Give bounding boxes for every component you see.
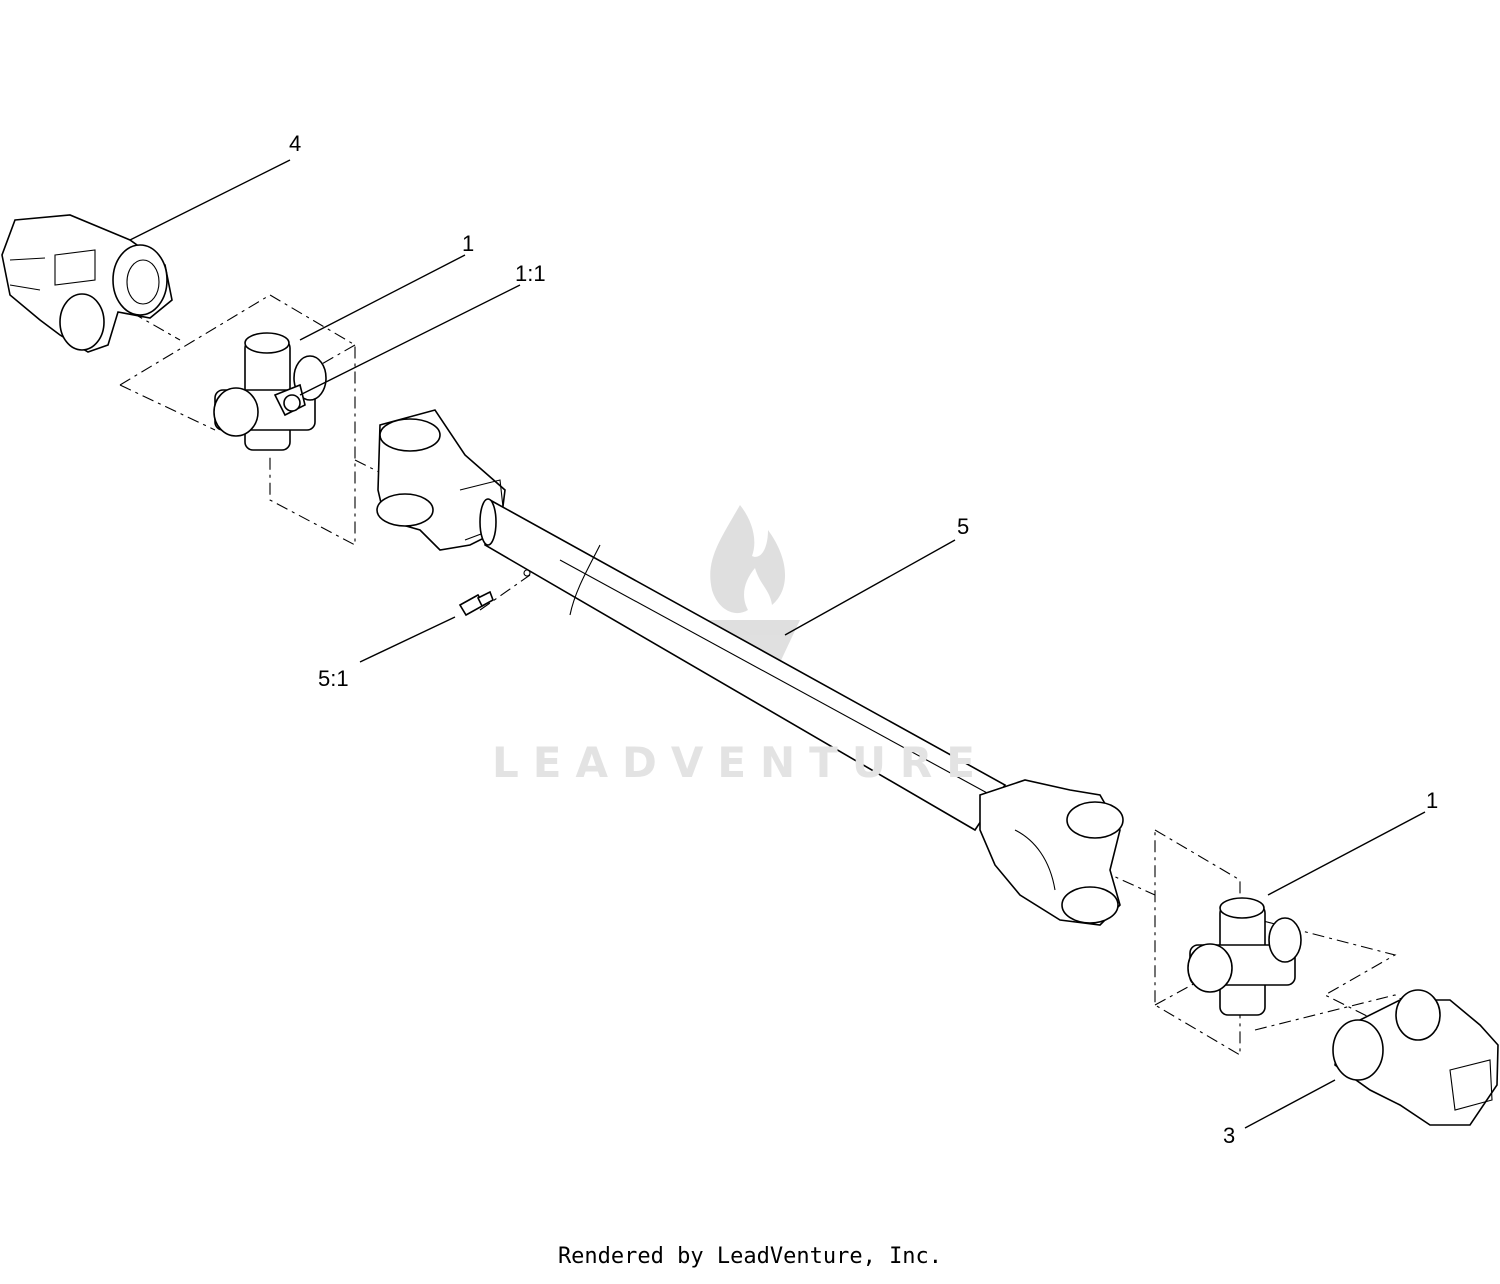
universal-joint-cross-top xyxy=(213,332,327,451)
footer-credit: Rendered by LeadVenture, Inc. xyxy=(557,1244,943,1269)
callout-5: 5 xyxy=(957,514,970,539)
yoke-part-3 xyxy=(1332,989,1499,1126)
yoke-part-4 xyxy=(1,214,173,353)
callout-5-1: 5:1 xyxy=(318,666,349,691)
callout-1-top: 1 xyxy=(462,231,475,256)
callout-leaders xyxy=(129,159,1426,1129)
watermark-text: LEADVENTURE xyxy=(492,738,989,787)
universal-joint-cross-bottom xyxy=(1187,897,1302,1016)
callout-1-bottom: 1 xyxy=(1426,788,1439,813)
shaft-tube-part-5 xyxy=(479,498,1007,832)
callout-3: 3 xyxy=(1223,1123,1236,1148)
callout-4: 4 xyxy=(289,131,302,156)
callout-1-1: 1:1 xyxy=(515,261,546,286)
shaft-rear-yoke xyxy=(979,779,1124,926)
grease-fitting-part-5-1 xyxy=(458,590,494,617)
shaft-front-yoke xyxy=(376,409,506,551)
